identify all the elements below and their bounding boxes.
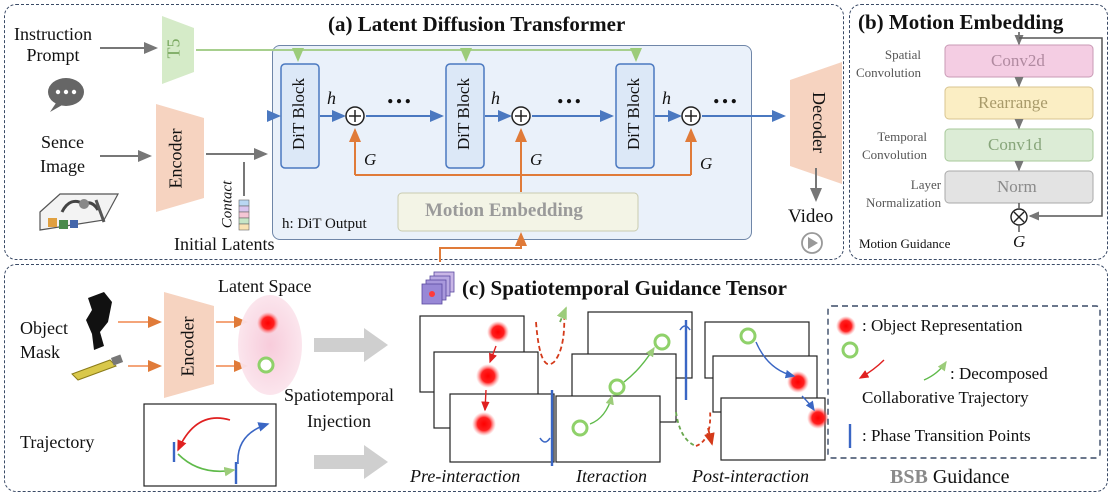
layer-normalization-label: Layer Normalization	[866, 177, 942, 210]
encoder-a-label: Encoder	[165, 128, 186, 189]
panel-a-title: (a) Latent Diffusion Transformer	[328, 12, 626, 36]
initial-latents-stack	[238, 199, 250, 231]
multiply-circle	[1010, 208, 1028, 226]
object-mask-silhouette	[86, 292, 112, 350]
legend-box	[827, 305, 1101, 459]
contact-label: Contact	[219, 180, 236, 229]
scene-image-label: Sence Image	[40, 132, 85, 176]
phase-post-interaction: Post-interaction	[692, 466, 809, 486]
legend-decomposed: : Decomposed	[950, 364, 1048, 383]
rearrange-label: Rearrange	[978, 93, 1048, 112]
plus-circle-3	[681, 106, 701, 126]
dit-block-3	[615, 63, 655, 169]
dit-block-1-label: DiT Block	[288, 78, 308, 150]
latent-green-object	[257, 356, 275, 374]
decoder-label: Decoder	[808, 92, 829, 153]
dit-block-2-label: DiT Block	[453, 78, 473, 150]
chat-bubble-icon	[48, 78, 84, 112]
t5-block	[162, 16, 194, 84]
h-symbol-1: h	[327, 88, 336, 108]
t5-label: T5	[163, 38, 184, 59]
tensor-cube-icon	[421, 271, 455, 305]
ellipsis-1: …	[386, 80, 412, 109]
legend-green-arrow-icon	[923, 360, 947, 381]
legend-object-repr: : Object Representation	[862, 316, 1023, 335]
latent-red-object	[257, 312, 279, 334]
motion-embedding-box	[397, 192, 639, 232]
norm-label: Norm	[997, 177, 1037, 196]
legend-phase-points: : Phase Transition Points	[862, 426, 1031, 445]
g-symbol-2: G	[530, 150, 543, 169]
scene-image-sketch	[39, 193, 120, 231]
dit-block-2	[445, 63, 485, 169]
legend-red-object-icon	[836, 316, 856, 336]
h-symbol-2: h	[491, 88, 500, 108]
bsb-text: BSB	[890, 466, 928, 488]
panel-c-title: (c) Spatiotemporal Guidance Tensor	[462, 276, 787, 300]
dit-block-3-label: DiT Block	[623, 78, 643, 150]
g-symbol-3: G	[700, 154, 713, 173]
motion-g-symbol: G	[1013, 232, 1026, 251]
h-legend: h: DiT Output	[282, 216, 367, 232]
initial-latents-label: Initial Latents	[174, 234, 275, 254]
dit-block-1	[280, 63, 320, 169]
motion-embedding-label: Motion Embedding	[425, 200, 583, 221]
panel-spatiotemporal-guidance	[4, 264, 1108, 492]
ellipsis-2: …	[556, 80, 582, 109]
plus-circle-2	[511, 106, 531, 126]
decoder-block	[790, 62, 842, 184]
legend-collab: Collaborative Trajectory	[862, 388, 1029, 407]
conv2d-label: Conv2d	[991, 51, 1045, 70]
encoder-c-block	[164, 292, 214, 398]
injection-arrow-top	[314, 328, 388, 362]
injection-arrow-bottom	[314, 445, 388, 479]
pre-interaction-frames	[419, 306, 567, 466]
trajectory-box	[143, 403, 277, 487]
encoder-a-block	[156, 104, 204, 212]
latent-space-label: Latent Space	[218, 276, 312, 296]
encoder-c-label: Encoder	[177, 316, 198, 377]
phase-pre-interaction: Pre-interaction	[410, 466, 521, 486]
play-icon	[801, 232, 823, 254]
legend-green-object-icon	[841, 341, 859, 359]
motion-guidance-label: Motion Guidance	[859, 236, 951, 251]
latent-space-cloud	[238, 295, 302, 395]
h-symbol-3: h	[662, 88, 671, 108]
guidance-text: Guidance	[927, 466, 1010, 488]
tool-object-icon	[71, 354, 124, 381]
plus-circle-1	[345, 106, 365, 126]
ellipsis-3: …	[712, 80, 738, 109]
g-symbol-1: G	[364, 150, 377, 169]
interaction-frames	[539, 311, 693, 463]
video-label: Video	[788, 206, 834, 227]
panel-motion-embedding	[849, 4, 1108, 260]
legend-red-arrow-icon	[858, 359, 885, 379]
spatial-convolution-label: Spatial Convolution	[856, 47, 922, 80]
trajectory-label: Trajectory	[20, 432, 95, 452]
panel-b-title: (b) Motion Embedding	[858, 10, 1064, 34]
post-interaction-frames	[675, 321, 829, 461]
bsb-guidance-label: BSB Guidance	[890, 466, 1009, 489]
conv1d-label: Conv1d	[988, 135, 1042, 154]
phase-interaction: Iteraction	[576, 466, 647, 486]
object-mask-label: Object Mask	[20, 318, 68, 362]
injection-label: Spatiotemporal Injection	[284, 385, 394, 431]
temporal-convolution-label: Temporal Convolution	[862, 129, 928, 162]
panel-latent-diffusion-transformer	[4, 4, 844, 260]
instruction-prompt-label: Instruction Prompt	[14, 24, 92, 65]
